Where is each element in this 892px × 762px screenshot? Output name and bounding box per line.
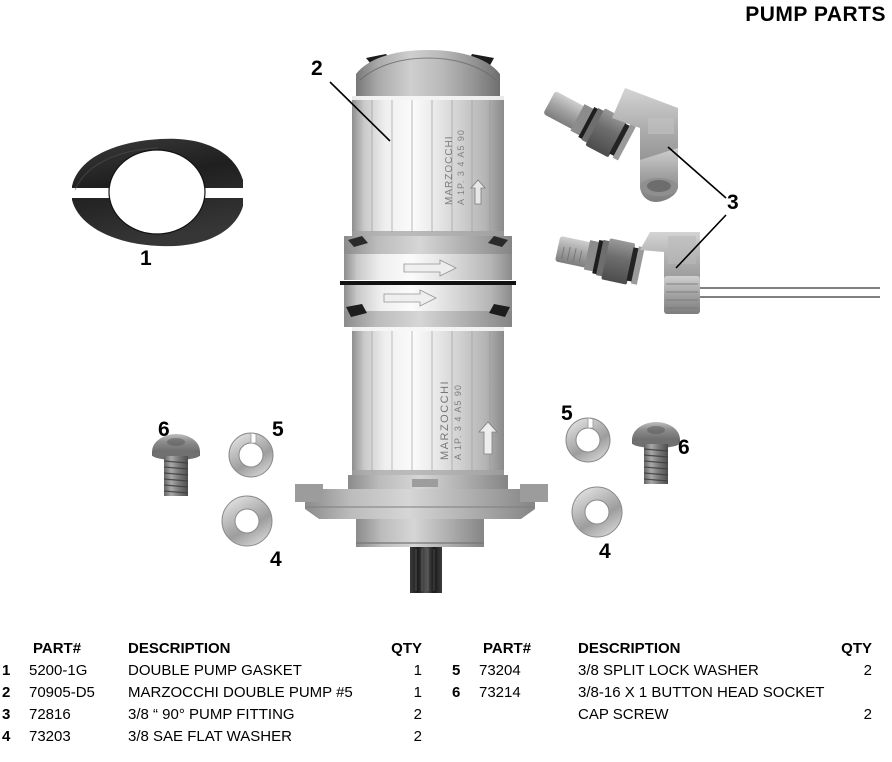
- row-part-number: 73203: [29, 728, 71, 745]
- row-description: 3/8 SAE FLAT WASHER: [128, 728, 292, 745]
- table-row: 3 72816 3/8 “ 90° PUMP FITTING 2: [0, 706, 446, 728]
- double-pump-gasket: [72, 138, 243, 247]
- pump-fitting-upper: [544, 88, 678, 202]
- table-row: 2 70905-D5 MARZOCCHI DOUBLE PUMP #5 1: [0, 684, 446, 706]
- callout-6-right: 6: [678, 436, 690, 459]
- row-description: CAP SCREW: [578, 706, 669, 723]
- page-title: PUMP PARTS: [745, 3, 886, 26]
- header-part-number: PART#: [33, 640, 82, 657]
- row-qty: 2: [413, 706, 422, 723]
- pump-marking-upper: MARZOCCHI: [444, 135, 455, 205]
- pump-marking-code-lower: A 1P. 3 4 A5 90: [453, 384, 463, 460]
- pump-marking-code-upper: A 1P. 3 4 A5 90: [456, 129, 466, 205]
- parts-table: PART# DESCRIPTION QTY 1 5200-1G DOUBLE P…: [0, 640, 892, 762]
- header-part-number: PART#: [483, 640, 532, 657]
- table-row: 6 73214 3/8-16 X 1 BUTTON HEAD SOCKET: [450, 684, 892, 706]
- mount-block-left: [295, 484, 323, 502]
- row-index: 2: [2, 684, 11, 701]
- row-qty: 1: [413, 684, 422, 701]
- parts-table-left-column: PART# DESCRIPTION QTY 1 5200-1G DOUBLE P…: [0, 640, 446, 762]
- callout-5-left: 5: [272, 418, 284, 441]
- row-description: MARZOCCHI DOUBLE PUMP #5: [128, 684, 353, 701]
- table-row: 4 73203 3/8 SAE FLAT WASHER 2: [0, 728, 446, 750]
- row-part-number: 70905-D5: [29, 684, 95, 701]
- callout-1: 1: [140, 247, 152, 270]
- row-index: 4: [2, 728, 11, 745]
- row-description: 3/8 SPLIT LOCK WASHER: [578, 662, 759, 679]
- row-part-number: 73204: [479, 662, 521, 679]
- row-index: 6: [452, 684, 461, 701]
- row-index: 3: [2, 706, 11, 723]
- row-index: 1: [2, 662, 11, 679]
- exploded-parts-diagram: MARZOCCHI A 1P. 3 4 A5 90: [72, 50, 880, 593]
- row-qty: 2: [413, 728, 422, 745]
- header-description: DESCRIPTION: [578, 640, 681, 657]
- pump-fitting-lower: [555, 232, 880, 314]
- callout-2: 2: [311, 57, 323, 80]
- header-qty: QTY: [841, 640, 872, 657]
- callout-6-left: 6: [158, 418, 170, 441]
- table-header-right: PART# DESCRIPTION QTY: [450, 640, 892, 662]
- row-description: 3/8 “ 90° PUMP FITTING: [128, 706, 295, 723]
- cap-screw-right: [632, 422, 680, 484]
- callout-4-right: 4: [599, 540, 611, 563]
- row-qty: 1: [413, 662, 422, 679]
- flat-washer-right: [571, 486, 623, 538]
- leader-lines: [329, 81, 727, 269]
- lock-washer-left: [228, 432, 274, 478]
- marzocchi-double-pump: MARZOCCHI A 1P. 3 4 A5 90: [305, 50, 535, 593]
- row-description: DOUBLE PUMP GASKET: [128, 662, 302, 679]
- mount-block-right: [520, 484, 548, 502]
- flat-washer-left: [221, 495, 273, 547]
- header-qty: QTY: [391, 640, 422, 657]
- table-row-continuation: CAP SCREW 2: [450, 706, 892, 728]
- row-qty: 2: [863, 662, 872, 679]
- parts-table-right-column: PART# DESCRIPTION QTY 5 73204 3/8 SPLIT …: [450, 640, 892, 762]
- row-part-number: 73214: [479, 684, 521, 701]
- row-qty: 2: [863, 706, 872, 723]
- row-part-number: 72816: [29, 706, 71, 723]
- row-index: 5: [452, 662, 461, 679]
- row-part-number: 5200-1G: [29, 662, 88, 679]
- callout-4-left: 4: [270, 548, 282, 571]
- table-row: 5 73204 3/8 SPLIT LOCK WASHER 2: [450, 662, 892, 684]
- cap-screw-left: [152, 434, 200, 496]
- lock-washer-right: [565, 417, 611, 463]
- parts-illustration: MARZOCCHI A 1P. 3 4 A5 90: [72, 50, 880, 593]
- pump-marking-lower: MARZOCCHI: [439, 380, 451, 460]
- table-row: 1 5200-1G DOUBLE PUMP GASKET 1: [0, 662, 446, 684]
- callout-5-right: 5: [561, 402, 573, 425]
- table-header-left: PART# DESCRIPTION QTY: [0, 640, 446, 662]
- row-description: 3/8-16 X 1 BUTTON HEAD SOCKET: [578, 684, 825, 701]
- callout-3: 3: [727, 191, 739, 214]
- header-description: DESCRIPTION: [128, 640, 231, 657]
